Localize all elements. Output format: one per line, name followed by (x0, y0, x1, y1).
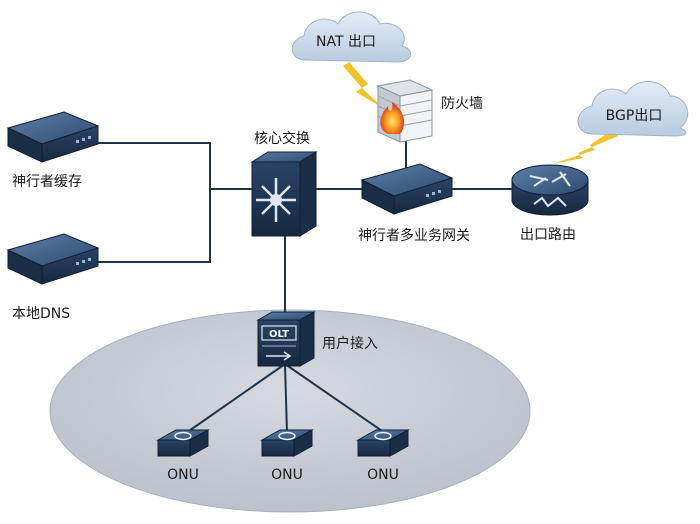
connection-lines (92, 140, 512, 434)
firewall-label: 防火墙 (441, 96, 483, 112)
link-olt-onu2 (284, 363, 288, 434)
nat-cloud-label: NAT 出口 (316, 34, 376, 50)
onu-icon (156, 429, 210, 457)
onu-icon (260, 429, 314, 457)
firewall-icon (376, 79, 434, 143)
nat-cloud-icon (291, 11, 412, 63)
cache-server-label: 神行者缓存 (12, 174, 82, 190)
olt-icon (256, 311, 316, 367)
lightning-nat-icon (343, 62, 383, 108)
link-dns-core (98, 189, 211, 263)
server-icon (6, 233, 100, 285)
olt-face-label: OLT (269, 329, 289, 340)
gateway-label: 神行者多业务网关 (358, 227, 470, 244)
router-icon (511, 164, 589, 216)
router-label: 出口路由 (520, 227, 576, 243)
onu-label: ONU (167, 467, 199, 483)
dns-server-label: 本地DNS (12, 306, 70, 322)
core-switch-label: 核心交换 (254, 130, 310, 147)
access-network-area (49, 309, 531, 513)
olt-label: 用户接入 (322, 335, 378, 352)
switch-icon (250, 151, 318, 237)
bgp-cloud-label: BGP出口 (606, 108, 663, 124)
onu-label: ONU (367, 467, 399, 483)
link-cache-core (92, 142, 252, 190)
link-olt-onu1 (185, 363, 286, 434)
bgp-cloud-icon (577, 81, 689, 137)
lightning-bgp-icon (552, 130, 618, 164)
server-icon (6, 111, 100, 163)
onu-label: ONU (271, 467, 303, 483)
link-olt-onu3 (284, 363, 386, 434)
onu-icon (356, 429, 410, 457)
gateway-icon (360, 163, 454, 215)
